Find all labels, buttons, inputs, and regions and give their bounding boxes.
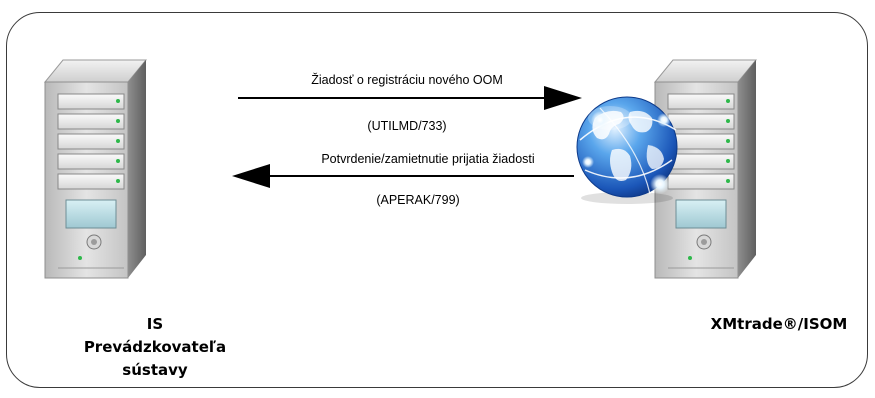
response-message-label: Potvrdenie/zamietnutie prijatia žiadosti [321, 152, 535, 166]
request-message-label: Žiadosť o registráciu nového OOM [311, 73, 503, 87]
right-server-icon [653, 59, 758, 279]
request-message-code: (UTILMD/733) [367, 119, 447, 133]
response-message-code: (APERAK/799) [376, 193, 460, 207]
response-arrow [232, 164, 574, 188]
left-system-name: IS Prevádzkovateľa sústavy [60, 313, 250, 382]
right-system-name: XMtrade®/ISOM [710, 315, 848, 333]
left-system-line1: IS [146, 315, 164, 333]
globe-icon [576, 96, 678, 204]
left-server-icon [43, 59, 148, 279]
left-system-line3: sústavy [122, 361, 188, 379]
request-arrow [238, 86, 582, 110]
diagram-frame [6, 12, 868, 388]
left-system-line2: Prevádzkovateľa [83, 338, 227, 356]
